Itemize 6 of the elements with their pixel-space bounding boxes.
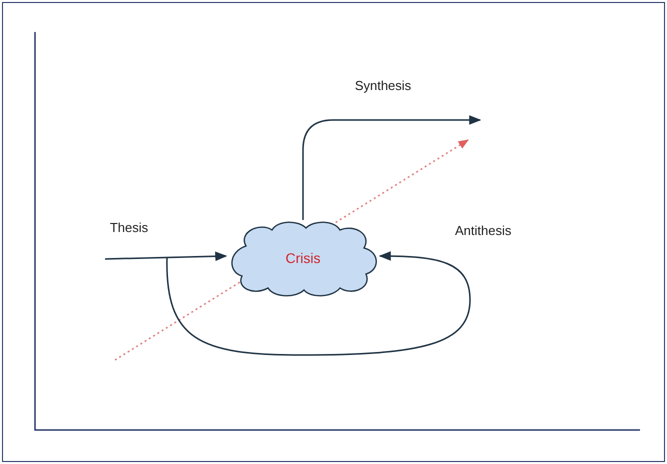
node-label: Thesis — [106, 218, 152, 238]
arrow — [302, 115, 482, 220]
label-text: Antithesis — [455, 222, 512, 240]
node-label: Synthesis — [348, 76, 418, 96]
arrow — [104, 251, 228, 262]
arrow — [166, 251, 471, 356]
